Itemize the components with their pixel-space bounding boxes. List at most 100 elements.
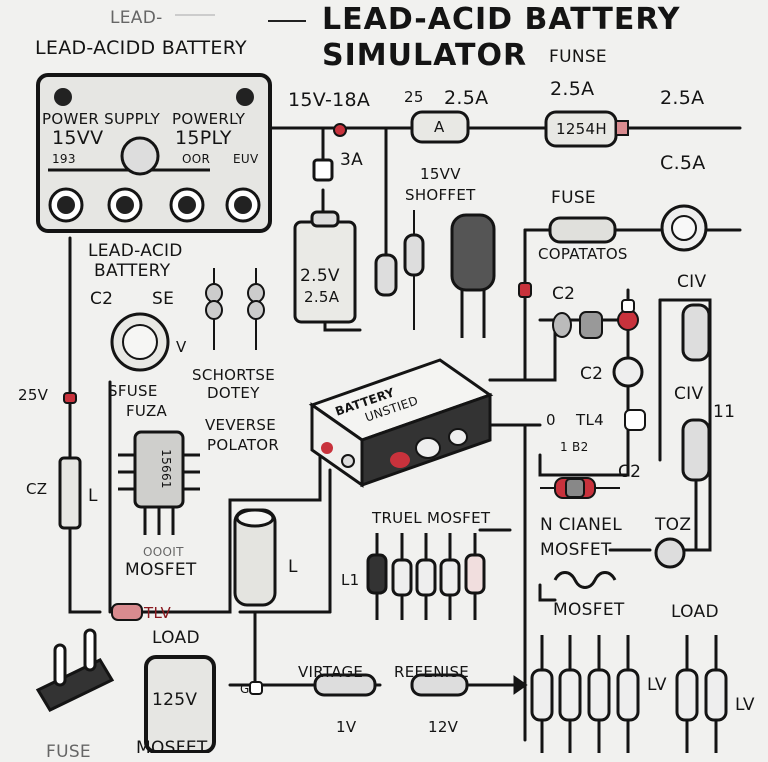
right-rating: 2.5A xyxy=(660,87,705,109)
v12-label: 12V xyxy=(428,718,459,736)
lv-b-label: LV xyxy=(735,695,755,715)
power-supply-small-right: EUV xyxy=(233,152,259,166)
wire-left-rail xyxy=(68,236,102,614)
fuse-body-b: 1254H xyxy=(556,120,607,138)
three-a-label: 3A xyxy=(340,150,364,170)
resistor-c2-low xyxy=(540,477,620,499)
toz-label: TOZ xyxy=(655,515,692,535)
power-supply-label-right: POWERLY xyxy=(172,110,246,128)
wire-tl4-box xyxy=(538,438,630,477)
c2-mid-label: C2 xyxy=(552,284,576,304)
fuse-cz xyxy=(58,456,82,530)
l-left-label: L xyxy=(88,486,98,506)
power-supply-voltage: 15VV xyxy=(52,127,104,149)
civ-mid-label: CIV xyxy=(674,384,704,404)
load-right-label: LOAD xyxy=(671,602,719,622)
fuse-body-a: A xyxy=(434,118,445,136)
load-box xyxy=(144,655,216,753)
potentiometer xyxy=(654,537,686,569)
fuse-copatatos xyxy=(548,216,617,244)
t0-label: 0 xyxy=(546,411,556,429)
meter-dial-right xyxy=(660,204,708,252)
load-left-label: LOAD xyxy=(152,628,200,648)
load-box-value: 125V xyxy=(152,690,198,710)
subtitle: LEAD-ACIDD BATTERY xyxy=(35,37,247,59)
power-supply-voltage-right: 15PLY xyxy=(175,127,232,149)
title-faded-prefix: LEAD- xyxy=(110,8,163,28)
battery-box xyxy=(308,358,494,488)
c2-components xyxy=(552,299,646,431)
cell-current: 2.5A xyxy=(304,288,340,306)
capacitor-electrolytic xyxy=(450,213,496,338)
copatatos-label: COPATATOS xyxy=(538,245,628,263)
red-terminal-left xyxy=(63,392,77,404)
shoffet-label: SHOFFET xyxy=(405,186,476,204)
resistor-reference xyxy=(313,673,528,697)
n-channel-label: N CIANEL xyxy=(540,515,622,535)
supply-rating: 15V-18A xyxy=(288,89,371,111)
resistor-tlv xyxy=(111,603,143,621)
mosfet-lower-label: MOSFET xyxy=(553,600,625,620)
fuse-bottom-label: FUSE xyxy=(46,742,91,762)
diode-pair xyxy=(205,268,265,350)
mosfet-symbol xyxy=(553,571,617,589)
gate-pin xyxy=(249,681,263,695)
virtage-label: VIRTAGE xyxy=(298,663,364,681)
battery-label: BATTERY xyxy=(94,261,171,281)
voltage-knob xyxy=(120,136,160,176)
pin-header xyxy=(35,628,115,712)
mosfet-left-label: MOSFET xyxy=(125,560,197,580)
funse-label: FUNSE xyxy=(549,47,607,67)
mosfet-right-label: MOSFET xyxy=(540,540,612,560)
c2-mid2-label: C2 xyxy=(580,364,604,384)
tl4-label: TL4 xyxy=(576,411,604,429)
fuza-label: FUZA xyxy=(126,402,168,420)
funse-rating: 2.5A xyxy=(550,78,595,100)
se-label: SE xyxy=(152,289,175,309)
power-supply-small-left: 193 xyxy=(52,152,76,166)
fuse-glass-a xyxy=(410,110,470,144)
c5a-label: C.5A xyxy=(660,152,706,174)
fuse-label: FUSE xyxy=(551,188,596,208)
sfuse-label: SFUSE xyxy=(108,382,158,400)
capacitor-cylinder xyxy=(233,508,277,607)
truel-mosfet-label: TRUEL MOSFET xyxy=(372,509,491,527)
red-terminal-top xyxy=(333,123,347,137)
fuse-holder-3a xyxy=(312,158,334,182)
resistor-row-load xyxy=(530,635,728,753)
wire-left-bottom xyxy=(138,448,322,614)
red-terminal-mid xyxy=(518,282,532,298)
power-supply-label: POWER SUPPLY xyxy=(42,110,161,128)
v1-label: 1V xyxy=(336,718,357,736)
ic-chip xyxy=(118,430,200,535)
mosfet-bottom-label: MOSFET xyxy=(136,738,208,758)
meter-v-label: V xyxy=(176,338,187,356)
schortse-label: SCHORTSE xyxy=(192,366,275,384)
terminal-posts xyxy=(48,187,261,223)
dotey-label: DOTEY xyxy=(207,384,260,402)
wire-mosfet-bracket xyxy=(538,583,557,602)
title-divider-ghost xyxy=(175,14,215,16)
resistor-vertical-1 xyxy=(374,253,398,297)
title-divider xyxy=(268,20,306,22)
fuse-rating-b: 2.5A xyxy=(444,87,489,109)
chip-text: 15661 xyxy=(158,449,173,489)
c2-left-label: C2 xyxy=(90,289,114,309)
resistor-row-mosfet xyxy=(366,533,486,620)
fuse-rating-a: 25 xyxy=(404,88,424,106)
g-pin-label: G xyxy=(240,682,250,696)
civ-top-label: CIV xyxy=(677,272,707,292)
fuse-glass-b xyxy=(544,110,629,148)
cell-voltage: 2.5V xyxy=(300,266,340,286)
reverse-label: VEVERSE xyxy=(205,416,276,434)
v25-label: 25V xyxy=(18,386,49,404)
refenise-label: REFENISE xyxy=(394,663,470,681)
resistor-civ xyxy=(681,303,711,550)
tlv-label: TLV xyxy=(144,604,172,622)
shoffet-voltage: 15VV xyxy=(420,165,461,183)
n182-label: 1 B2 xyxy=(560,440,589,454)
c2-low-label: C2 xyxy=(618,462,642,482)
resistor-vertical-2 xyxy=(403,210,425,330)
battery-cell xyxy=(293,210,357,324)
meter-dial-left xyxy=(110,312,170,372)
